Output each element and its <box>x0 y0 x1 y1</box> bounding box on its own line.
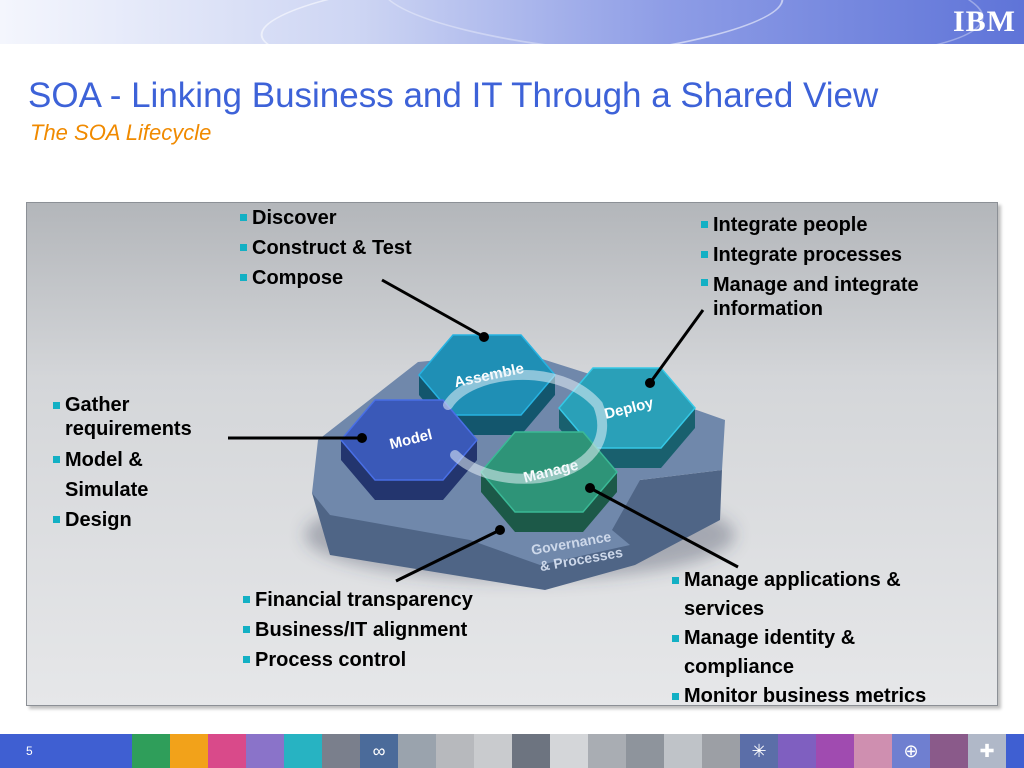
leader-line-manage <box>589 486 739 569</box>
footer-tile <box>930 734 968 768</box>
footer-tile <box>208 734 246 768</box>
sun-icon: ✳ <box>751 740 767 761</box>
hex-model: Model <box>340 399 478 500</box>
footer-tile: ✚ <box>968 734 1006 768</box>
ibm-logo: IBM <box>953 5 1016 38</box>
bullet-icon <box>672 693 679 700</box>
list-item: Business/IT alignment <box>243 615 473 645</box>
bullet-icon <box>53 402 60 409</box>
hex-side-manage <box>481 472 617 532</box>
footer-tile <box>816 734 854 768</box>
list-item: Manage applications & services <box>672 566 982 624</box>
list-item: Model & Simulate <box>53 445 223 505</box>
leader-line-deploy <box>648 309 705 384</box>
leader-dot-model <box>357 433 367 443</box>
footer-tile <box>132 734 170 768</box>
list-item: Gather requirements <box>53 393 223 441</box>
list-item: Manage and integrate information <box>701 270 971 321</box>
list-item: Integrate people <box>701 210 971 240</box>
list-item: Discover <box>240 203 412 233</box>
footer-tile <box>626 734 664 768</box>
leader-dot-governance <box>495 525 505 535</box>
slide-subtitle: The SOA Lifecycle <box>30 120 212 145</box>
footer-tile: ∞ <box>360 734 398 768</box>
list-item: Monitor business metrics <box>672 682 982 711</box>
swirl-icon: ∞ <box>372 740 386 761</box>
leader-dot-assemble <box>479 332 489 342</box>
list-item: Integrate processes <box>701 240 971 270</box>
footer-tile <box>588 734 626 768</box>
leader-dot-deploy <box>645 378 655 388</box>
footer-tile: ✳ <box>740 734 778 768</box>
lifecycle-arrow <box>443 370 608 484</box>
leader-dot-manage <box>585 483 595 493</box>
bullet-icon <box>672 635 679 642</box>
bullet-icon <box>701 221 708 228</box>
bullet-icon <box>53 516 60 523</box>
list-item: Process control <box>243 645 473 675</box>
hex-side-model <box>341 440 477 500</box>
footer-tile <box>398 734 436 768</box>
leader-line-assemble <box>381 278 485 339</box>
list-item: Manage identity & compliance <box>672 624 982 682</box>
footer-tile <box>246 734 284 768</box>
footer-tile <box>778 734 816 768</box>
footer-tile <box>702 734 740 768</box>
footer-tile <box>664 734 702 768</box>
bullet-icon <box>240 274 247 281</box>
cross-icon: ✚ <box>979 740 995 761</box>
slide-title: SOA - Linking Business and IT Through a … <box>28 76 879 115</box>
header-bar: IBM <box>0 0 1024 83</box>
hex-top-model <box>340 399 478 481</box>
page-number: 5 <box>26 744 33 758</box>
leader-line-governance <box>395 528 501 583</box>
footer-tile <box>170 734 208 768</box>
footer-tile: ⊕ <box>892 734 930 768</box>
list-item: Construct & Test <box>240 233 412 263</box>
bullet-icon <box>672 577 679 584</box>
list-item: Design <box>53 505 223 535</box>
callout-governance: Financial transparency Business/IT align… <box>243 585 473 675</box>
footer-tile <box>512 734 550 768</box>
list-item: Compose <box>240 263 412 293</box>
bullet-icon <box>243 626 250 633</box>
footer-tile <box>550 734 588 768</box>
footer-tile <box>474 734 512 768</box>
globe-icon: ⊕ <box>903 740 919 761</box>
footer-image-strip: ∞ ✳ ⊕ ✚ <box>132 734 1006 768</box>
callout-deploy: Integrate people Integrate processes Man… <box>701 210 971 321</box>
footer-tile <box>854 734 892 768</box>
callout-assemble: Discover Construct & Test Compose <box>240 203 412 293</box>
bullet-icon <box>243 656 250 663</box>
callout-model: Gather requirements Model & Simulate Des… <box>53 393 223 535</box>
footer-bar: 5 ∞ ✳ ⊕ ✚ <box>0 734 1024 768</box>
footer-tile <box>284 734 322 768</box>
bullet-icon <box>240 244 247 251</box>
bullet-icon <box>53 456 60 463</box>
bullet-icon <box>701 251 708 258</box>
callout-manage: Manage applications & services Manage id… <box>672 566 982 711</box>
bullet-icon <box>240 214 247 221</box>
list-item: Financial transparency <box>243 585 473 615</box>
footer-tile <box>436 734 474 768</box>
bullet-icon <box>243 596 250 603</box>
footer-tile <box>322 734 360 768</box>
bullet-icon <box>701 279 708 286</box>
